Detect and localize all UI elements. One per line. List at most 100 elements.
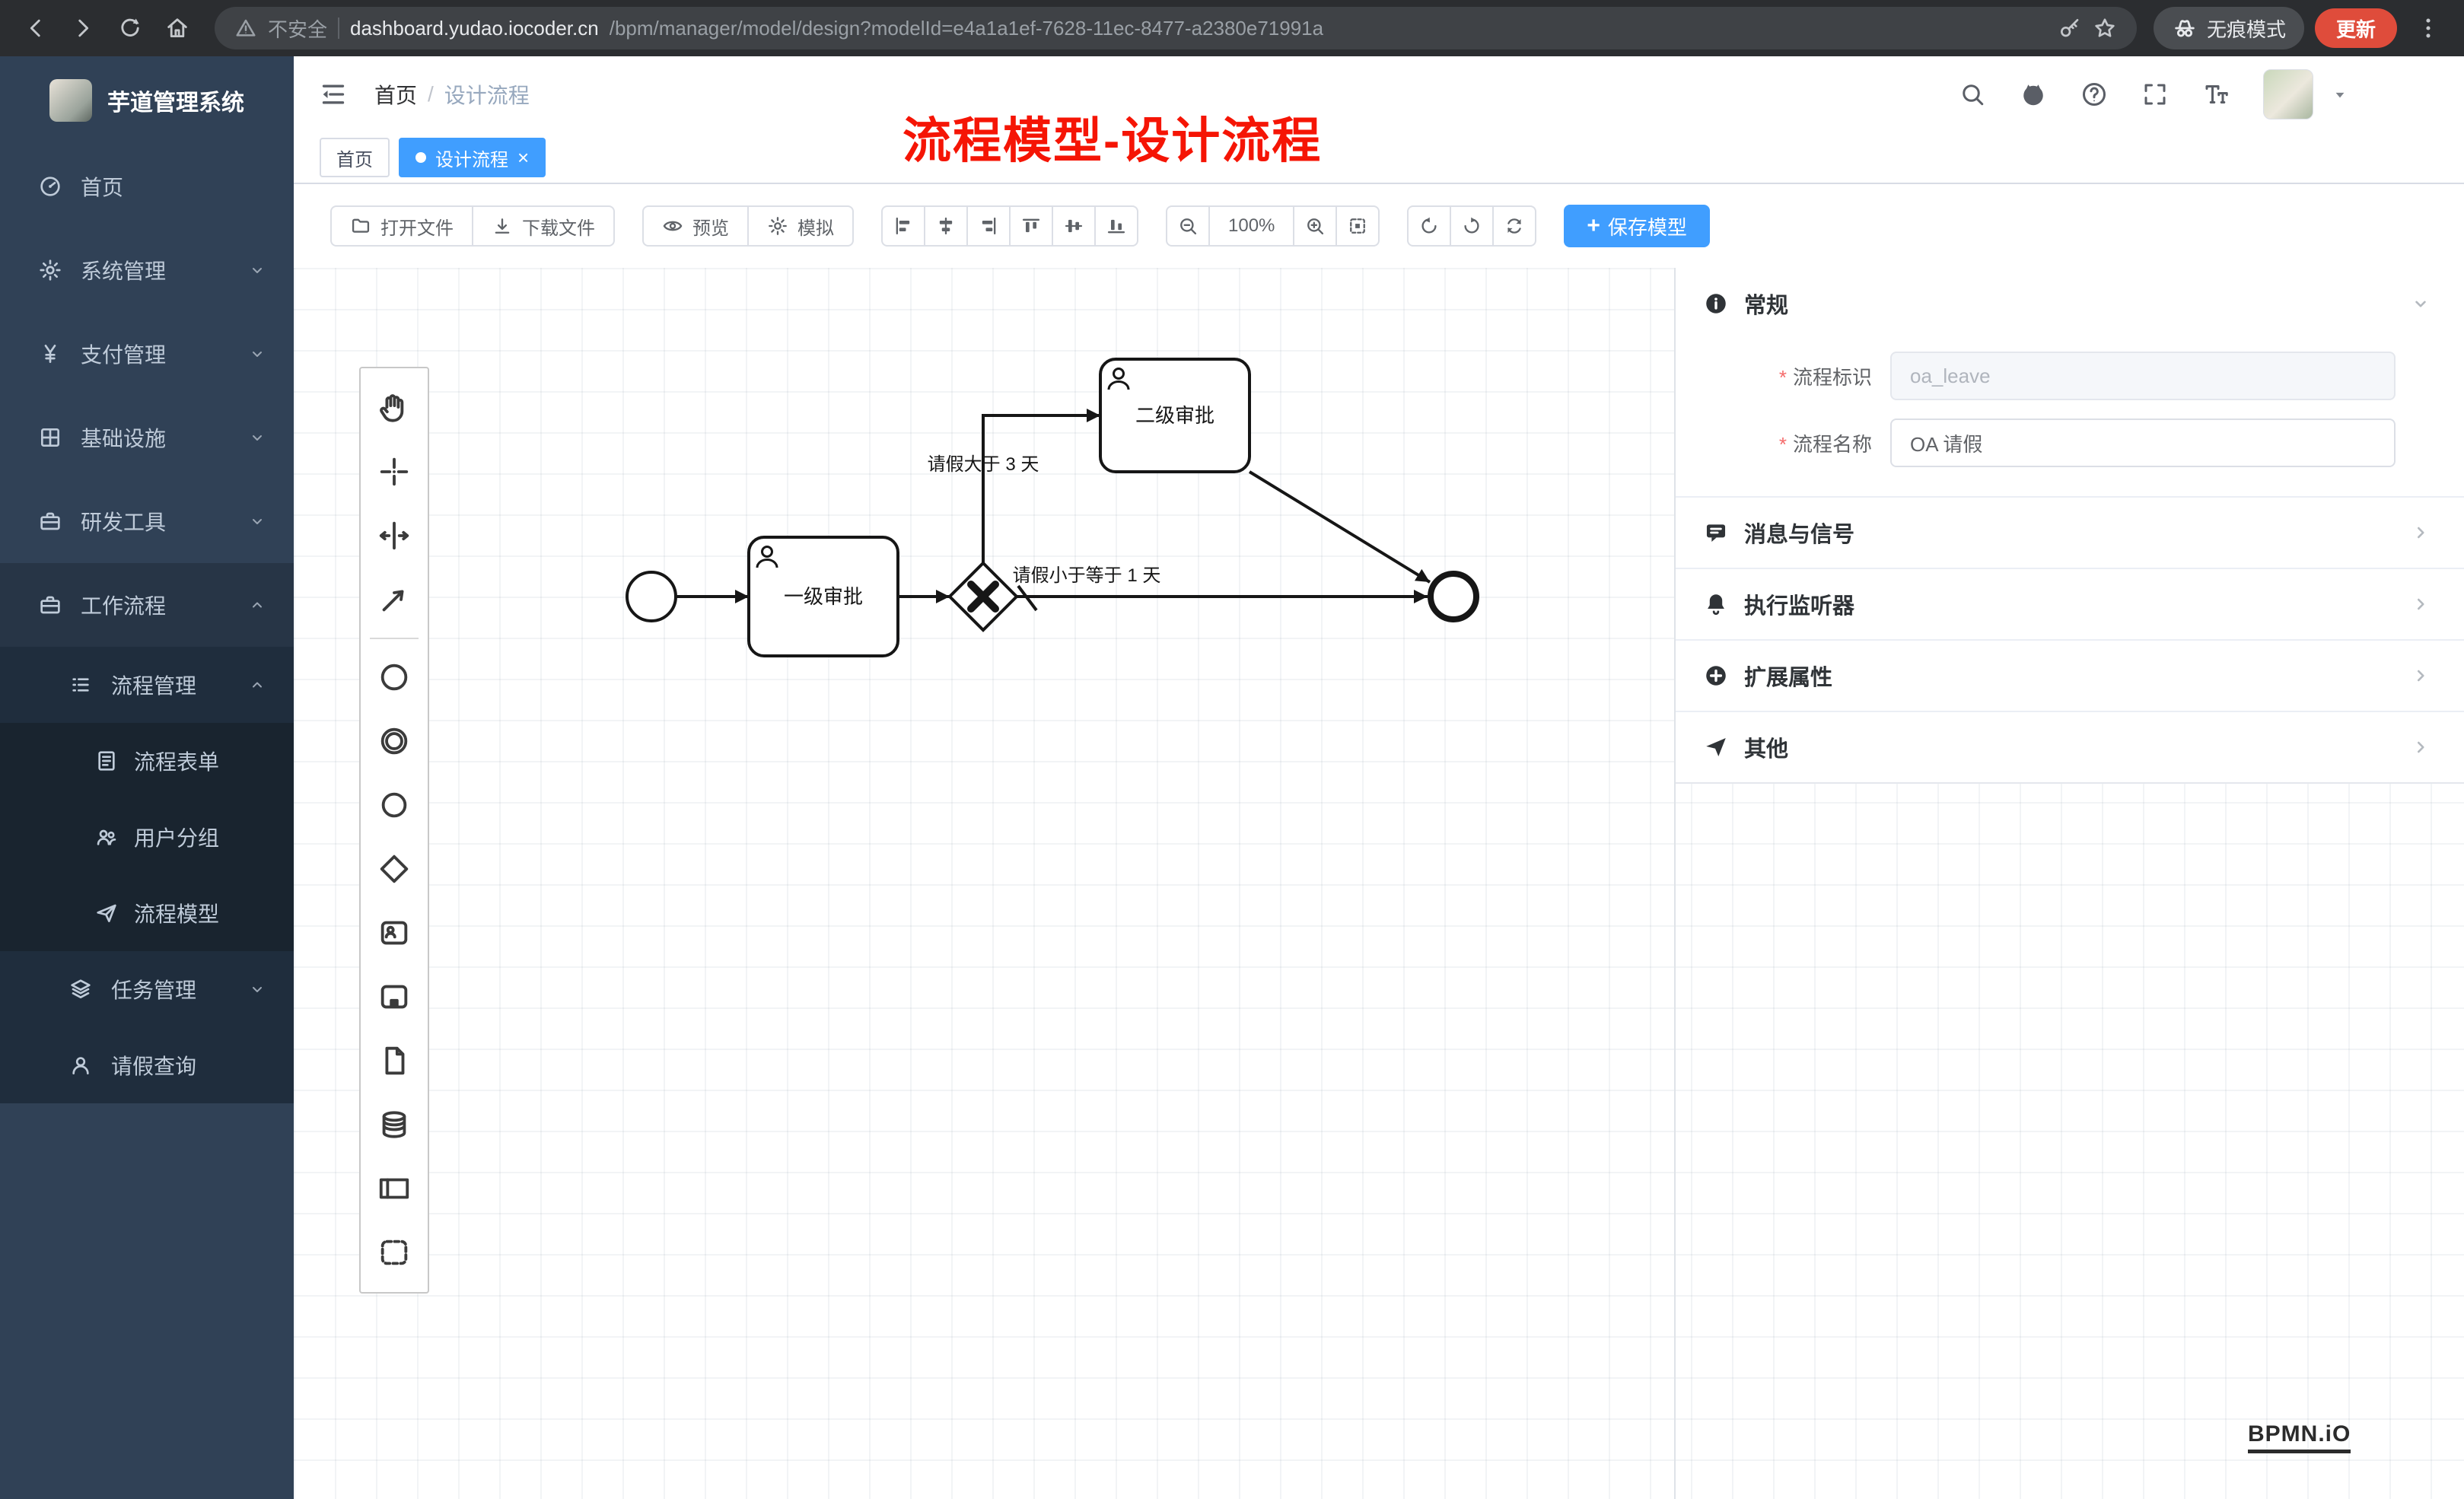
sidebar-item-task-management[interactable]: 任务管理: [0, 951, 294, 1027]
sidebar-item-devtools[interactable]: 研发工具: [0, 479, 294, 563]
create-data-store[interactable]: [361, 1093, 428, 1157]
search-icon: [1959, 81, 1986, 108]
zoom-out-button[interactable]: [1166, 205, 1210, 247]
create-call-activity[interactable]: [361, 965, 428, 1029]
caret-down-icon[interactable]: [2330, 84, 2350, 104]
sidebar-item-system[interactable]: 系统管理: [0, 228, 294, 312]
section-title: 执行监听器: [1744, 594, 1855, 619]
sidebar-item-leave-query[interactable]: 请假查询: [0, 1027, 294, 1103]
header-fullscreen-button[interactable]: [2141, 80, 2170, 109]
hand-icon: [380, 394, 404, 422]
flow-label-less-equal-1-day[interactable]: 请假小于等于 1 天: [1013, 565, 1161, 586]
align-center-button[interactable]: [924, 205, 968, 247]
space-tool[interactable]: [361, 504, 428, 568]
section-message-signal[interactable]: 消息与信号: [1676, 496, 2464, 568]
zoom-level-button[interactable]: 100%: [1208, 205, 1295, 247]
create-end-event[interactable]: [361, 773, 428, 837]
hand-tool[interactable]: [361, 376, 428, 440]
header-search-button[interactable]: [1959, 80, 1988, 109]
task-node-second-approval[interactable]: 二级审批: [1099, 358, 1251, 473]
flow-gateway-to-task2[interactable]: [982, 409, 1100, 563]
section-execution-listener[interactable]: 执行监听器: [1676, 568, 2464, 639]
designer-toolbar: 打开文件 下载文件 预览 模拟 100%: [294, 184, 2464, 268]
download-file-button[interactable]: 下载文件: [472, 205, 615, 247]
create-start-event[interactable]: [361, 645, 428, 709]
tab-close-button[interactable]: ×: [517, 146, 530, 169]
create-data-object[interactable]: [361, 1029, 428, 1093]
create-intermediate-event[interactable]: [361, 709, 428, 773]
undo-button[interactable]: [1407, 205, 1452, 247]
breadcrumb-home[interactable]: 首页: [374, 84, 418, 107]
header-actions: [1959, 69, 2350, 119]
incognito-icon: [2172, 15, 2198, 41]
align-middle-icon: [1063, 215, 1084, 237]
open-file-button[interactable]: 打开文件: [330, 205, 473, 247]
sidebar-item-payment[interactable]: 支付管理: [0, 312, 294, 396]
user-avatar[interactable]: [2263, 69, 2313, 119]
sidebar-item-workflow[interactable]: 工作流程: [0, 563, 294, 647]
align-bottom-button[interactable]: [1094, 205, 1138, 247]
section-extended-attributes[interactable]: 扩展属性: [1676, 639, 2464, 711]
redo-button[interactable]: [1450, 205, 1495, 247]
browser-back-button[interactable]: [15, 8, 56, 49]
zoom-in-button[interactable]: [1293, 205, 1338, 247]
bookmark-star-icon[interactable]: [2093, 16, 2117, 40]
app-logo[interactable]: 芋道管理系统: [0, 56, 294, 145]
chevron-right-icon: [2411, 666, 2431, 686]
create-exclusive-gateway[interactable]: [361, 837, 428, 901]
zoom-fit-button[interactable]: [1335, 205, 1380, 247]
lasso-tool[interactable]: [361, 440, 428, 504]
sidebar-item-process-management[interactable]: 流程管理: [0, 647, 294, 723]
start-event-node[interactable]: [626, 571, 677, 622]
chevron-right-icon: [2411, 594, 2431, 614]
sidebar-item-home[interactable]: 首页: [0, 145, 294, 228]
flow-task2-to-end[interactable]: [1248, 470, 1431, 584]
browser-menu-button[interactable]: [2408, 8, 2449, 49]
briefcase-icon: [38, 593, 62, 617]
field-label-text: 流程标识: [1792, 365, 1872, 389]
tab-design-process[interactable]: 设计流程 ×: [399, 138, 546, 177]
create-user-task[interactable]: [361, 901, 428, 965]
intermediate-event-icon: [380, 727, 408, 755]
section-other[interactable]: 其他: [1676, 711, 2464, 782]
align-left-button[interactable]: [881, 205, 925, 247]
user-task-person-icon: [756, 546, 778, 568]
sidebar-item-infra[interactable]: 基础设施: [0, 396, 294, 479]
create-participant[interactable]: [361, 1157, 428, 1221]
browser-forward-button[interactable]: [62, 8, 103, 49]
exclusive-gateway-node[interactable]: [947, 561, 1019, 632]
align-right-button[interactable]: [966, 205, 1011, 247]
chevron-right-icon: [2411, 523, 2431, 543]
task-node-first-approval[interactable]: 一级审批: [747, 536, 899, 657]
sidebar-item-process-model[interactable]: 流程模型: [0, 875, 294, 951]
layers-icon: [68, 977, 93, 1001]
password-key-icon[interactable]: [2058, 16, 2082, 40]
sidebar-collapse-button[interactable]: [318, 78, 352, 111]
browser-home-button[interactable]: [157, 8, 198, 49]
bpmn-io-watermark[interactable]: BPMN.iO: [2248, 1421, 2351, 1453]
sidebar-item-process-form[interactable]: 流程表单: [0, 723, 294, 799]
align-top-button[interactable]: [1009, 205, 1053, 247]
bpmn-diagram[interactable]: 请假大于 3 天 请假小于等于 1 天 一级审批: [294, 268, 2464, 1499]
address-bar[interactable]: 不安全 dashboard.yudao.iocoder.cn /bpm/mana…: [215, 7, 2137, 49]
browser-reload-button[interactable]: [110, 8, 151, 49]
process-name-input[interactable]: [1890, 419, 2396, 467]
create-group[interactable]: [361, 1221, 428, 1284]
global-connect-tool[interactable]: [361, 568, 428, 632]
align-middle-button[interactable]: [1052, 205, 1096, 247]
save-model-button[interactable]: + 保存模型: [1564, 205, 1710, 247]
tab-home[interactable]: 首页: [320, 138, 390, 177]
preview-button[interactable]: 预览: [642, 205, 749, 247]
header-fontsize-button[interactable]: [2202, 80, 2231, 109]
header-github-button[interactable]: [2020, 80, 2049, 109]
end-event-node[interactable]: [1428, 571, 1479, 622]
simulate-button[interactable]: 模拟: [747, 205, 854, 247]
incognito-badge[interactable]: 无痕模式: [2153, 7, 2304, 49]
header-help-button[interactable]: [2080, 80, 2109, 109]
section-general[interactable]: 常规: [1676, 268, 2464, 339]
bpmn-canvas[interactable]: 请假大于 3 天 请假小于等于 1 天 一级审批: [294, 268, 2464, 1499]
flow-label-greater-3-days[interactable]: 请假大于 3 天: [928, 454, 1039, 475]
sidebar-item-user-group[interactable]: 用户分组: [0, 799, 294, 875]
browser-update-button[interactable]: 更新: [2314, 8, 2397, 48]
restart-button[interactable]: [1492, 205, 1537, 247]
